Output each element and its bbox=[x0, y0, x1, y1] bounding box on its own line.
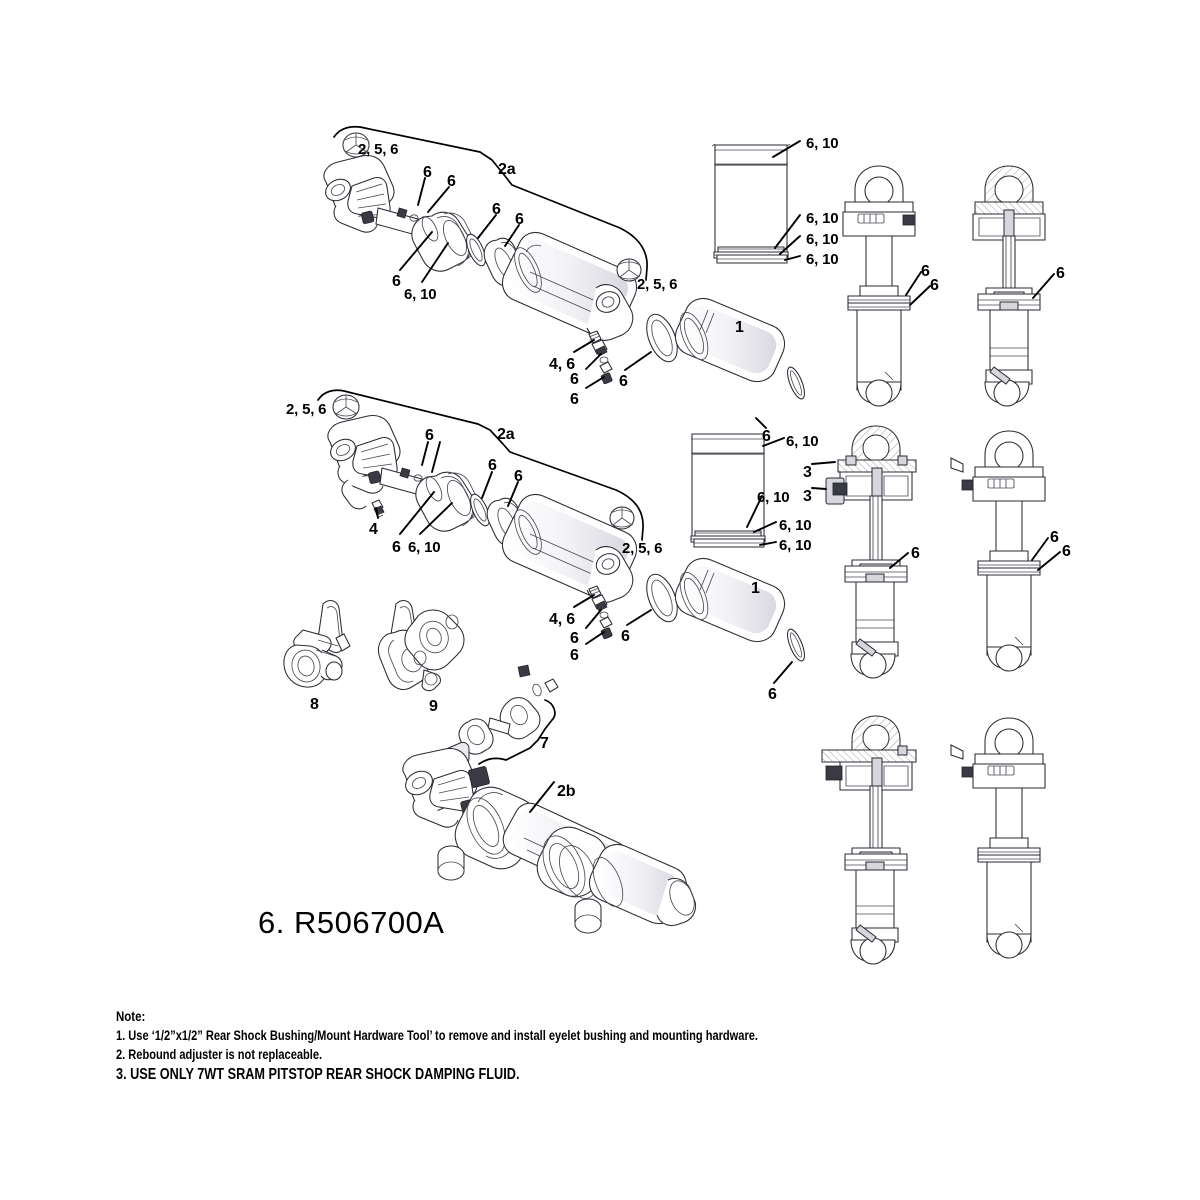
shock-ext-2-artwork bbox=[950, 430, 1046, 672]
callout-assembly-2-c32: 6 bbox=[570, 630, 579, 647]
air-can-1-artwork bbox=[711, 143, 791, 264]
assembly-1-artwork bbox=[323, 125, 805, 400]
callout-assembly-2-c22: 2, 5, 6 bbox=[286, 401, 327, 418]
callout-assembly-1-c09: 2, 5, 6 bbox=[637, 276, 678, 293]
leader-lines bbox=[375, 140, 1061, 813]
callout-air-can-1-c17: 6, 10 bbox=[806, 231, 839, 248]
callout-assembly-1-c03: 6 bbox=[447, 173, 456, 190]
callout-assembly-1-c04: 2a bbox=[498, 161, 516, 178]
note-line-1: 1. Use ‘1/2”x1/2” Rear Shock Bushing/Mou… bbox=[116, 1028, 758, 1043]
callout-shock-ext-1-c19: 6 bbox=[921, 263, 930, 280]
callout-shock-ext-2-c46: 6 bbox=[1062, 543, 1071, 560]
callout-assembly-2-c35: 1 bbox=[751, 580, 760, 597]
callout-shock-ext-2-c45: 6 bbox=[1050, 529, 1059, 546]
callout-shock-ext-1-c20: 6 bbox=[930, 277, 939, 294]
shock-sec-2-artwork bbox=[825, 425, 917, 679]
callout-shock-sec-1-c21: 6 bbox=[1056, 265, 1065, 282]
callout-air-can-2-c37: 6 bbox=[762, 428, 771, 445]
callout-assembly-2-c29: 6, 10 bbox=[408, 539, 441, 556]
callout-remote-lever-9-c48: 9 bbox=[429, 698, 438, 715]
part-number-caption: 6. R506700A bbox=[258, 905, 445, 940]
callout-assembly-3-c49: 7 bbox=[540, 735, 549, 752]
callout-assembly-2-c31: 4, 6 bbox=[549, 611, 575, 628]
callout-assembly-1-c06: 6 bbox=[515, 211, 524, 228]
assembly-3-artwork bbox=[402, 664, 697, 934]
callout-air-can-1-c16: 6, 10 bbox=[806, 210, 839, 227]
callout-air-can-1-c18: 6, 10 bbox=[806, 251, 839, 268]
shock-ext-3-artwork bbox=[950, 717, 1046, 959]
callout-assembly-3-c50: 2b bbox=[557, 783, 576, 800]
callout-air-can-1-c15: 6, 10 bbox=[806, 135, 839, 152]
remote-lever-8-artwork bbox=[283, 599, 351, 688]
callout-assembly-1-c14: 1 bbox=[735, 319, 744, 336]
shock-sec-3-artwork bbox=[821, 715, 917, 965]
callout-assembly-2-c34: 6 bbox=[621, 628, 630, 645]
callout-air-can-2-c40: 6, 10 bbox=[779, 517, 812, 534]
callout-air-can-2-c38: 6, 10 bbox=[786, 433, 819, 450]
callout-shock-sec-2-c43: 3 bbox=[803, 488, 812, 505]
callout-shock-sec-2-c44: 6 bbox=[911, 545, 920, 562]
shock-ext-1-artwork bbox=[842, 165, 916, 407]
callout-assembly-1-c10: 4, 6 bbox=[549, 356, 575, 373]
remote-lever-9-artwork bbox=[377, 599, 465, 692]
callout-air-can-2-c39: 6, 10 bbox=[757, 489, 790, 506]
callout-assembly-2-c27: 4 bbox=[369, 521, 378, 538]
callout-assembly-2-c25: 6 bbox=[488, 457, 497, 474]
callout-assembly-1-c07: 6 bbox=[392, 273, 401, 290]
notes-title: Note: bbox=[116, 1008, 146, 1024]
callout-assembly-1-c12: 6 bbox=[570, 391, 579, 408]
callout-assembly-1-c08: 6, 10 bbox=[404, 286, 437, 303]
callout-shock-sec-2-c42: 3 bbox=[803, 464, 812, 481]
shock-sec-1-artwork bbox=[972, 165, 1046, 407]
assembly-2-artwork bbox=[317, 389, 805, 662]
callout-assembly-2-c36: 6 bbox=[768, 686, 777, 703]
callout-assembly-2-c30: 2, 5, 6 bbox=[622, 540, 663, 557]
callout-assembly-1-c05: 6 bbox=[492, 201, 501, 218]
notes-block: Note: 1. Use ‘1/2”x1/2” Rear Shock Bushi… bbox=[116, 1008, 1116, 1088]
callout-assembly-2-c23: 6 bbox=[425, 427, 434, 444]
callout-assembly-1-c11: 6 bbox=[570, 371, 579, 388]
air-can-2-artwork bbox=[690, 433, 766, 548]
callout-assembly-2-c28: 6 bbox=[392, 539, 401, 556]
callout-assembly-2-c26: 6 bbox=[514, 468, 523, 485]
callout-assembly-1-c01: 2, 5, 6 bbox=[358, 141, 399, 158]
note-line-2: 2. Rebound adjuster is not replaceable. bbox=[116, 1047, 323, 1062]
callout-air-can-2-c41: 6, 10 bbox=[779, 537, 812, 554]
callout-assembly-2-c24: 2a bbox=[497, 426, 515, 443]
callout-assembly-1-c02: 6 bbox=[423, 164, 432, 181]
callout-assembly-1-c13: 6 bbox=[619, 373, 628, 390]
callout-assembly-2-c33: 6 bbox=[570, 647, 579, 664]
callout-remote-lever-8-c47: 8 bbox=[310, 696, 319, 713]
note-line-3: 3. USE ONLY 7WT SRAM PITSTOP REAR SHOCK … bbox=[116, 1066, 520, 1083]
